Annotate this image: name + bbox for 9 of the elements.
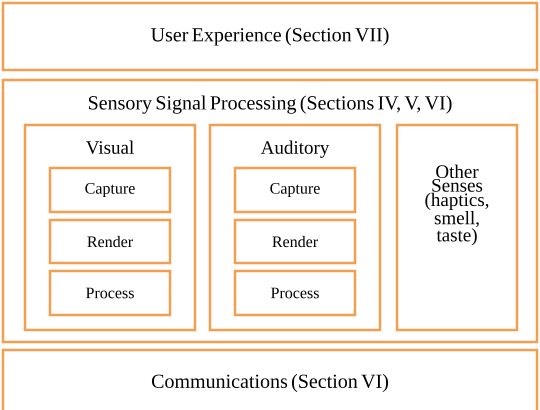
label-box: Render — [234, 218, 356, 264]
label-box: Process — [48, 270, 172, 316]
label-box: Render — [48, 218, 172, 264]
label-box: User Experience (Section VII) — [2, 2, 538, 72]
label-box: Capture — [48, 166, 172, 214]
label-box: Other Senses (haptics, smell, taste) — [396, 124, 518, 332]
label-box: Capture — [234, 166, 356, 214]
label-box: Process — [234, 270, 356, 316]
label-box: Communications (Section VI) — [2, 348, 538, 410]
